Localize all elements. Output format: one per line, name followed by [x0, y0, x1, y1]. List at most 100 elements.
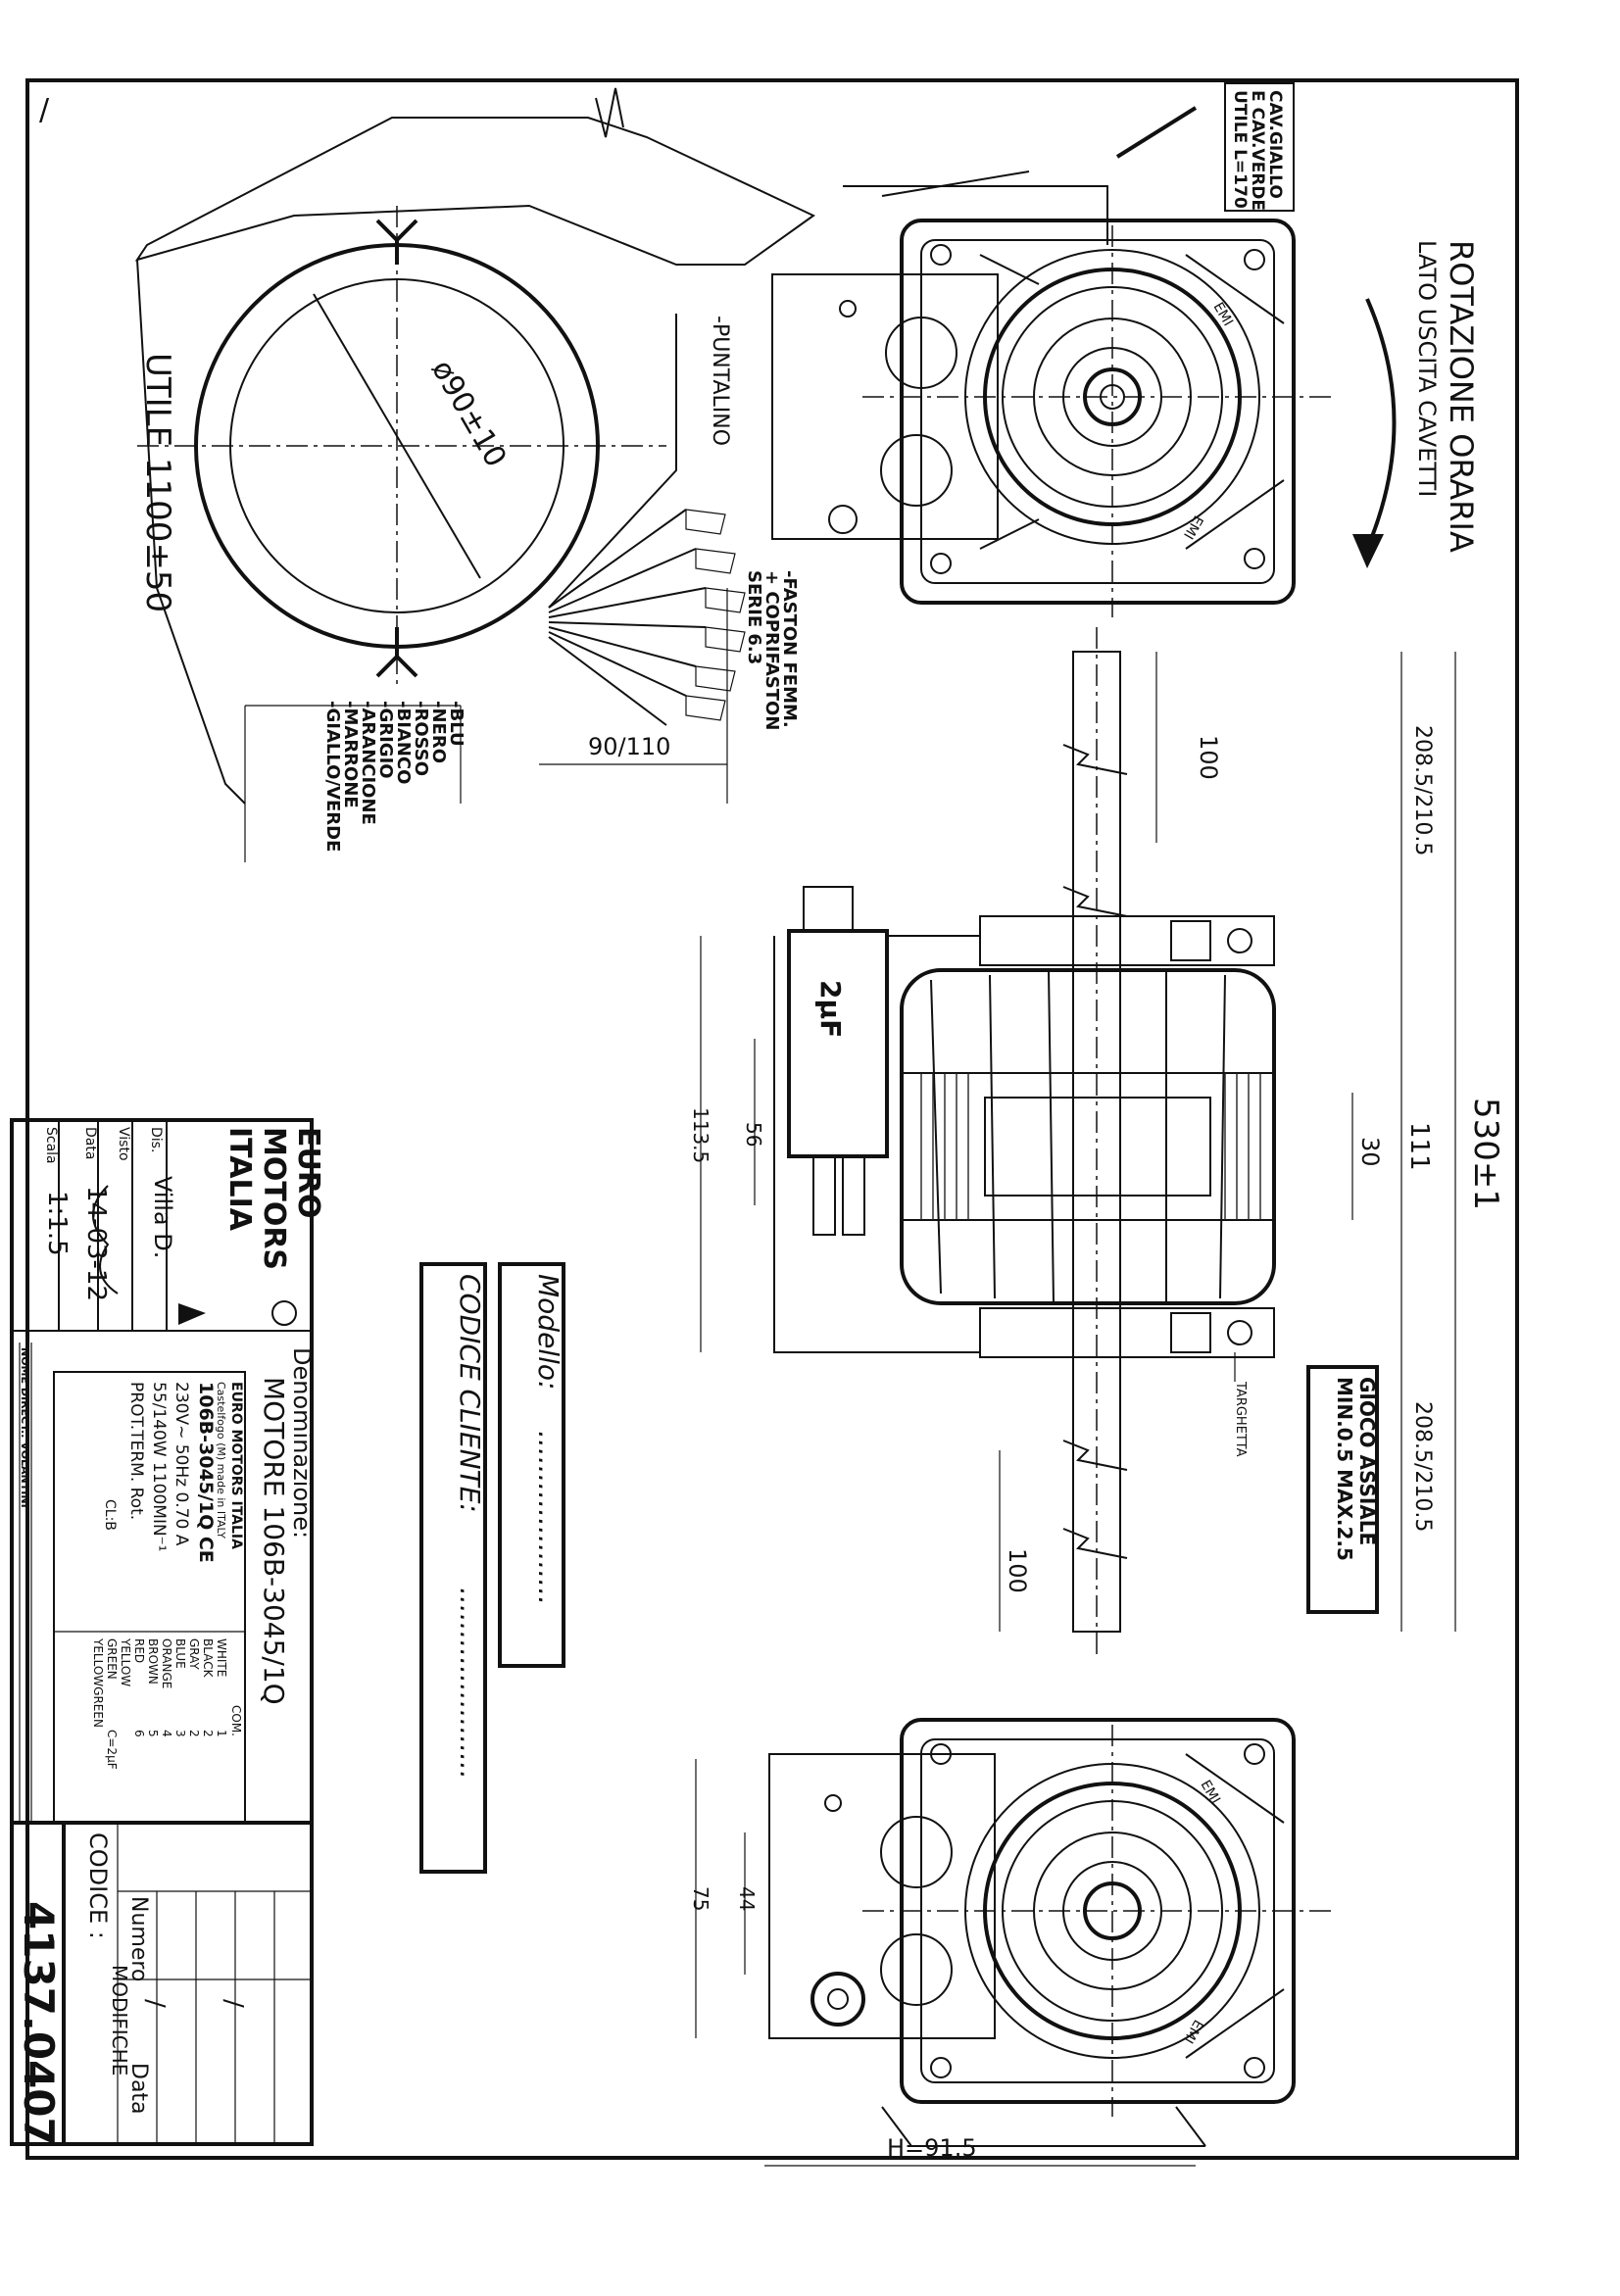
- rotation-direction-title: ROTAZIONE ORARIA: [1443, 240, 1480, 553]
- cable-ring: ø90±10 UTILE 1100±50: [137, 206, 666, 686]
- nameplate-line: PROT.TERM. Rot.: [126, 1382, 146, 1520]
- end-play-line-1: GIOCO ASSIALE: [1355, 1377, 1379, 1545]
- cable-note-line-3: UTILE L=170: [1230, 90, 1250, 209]
- wiring-row-color: YELLOW: [119, 1637, 132, 1686]
- scala-value: 1:1.5: [42, 1191, 72, 1256]
- shaft-length-b-dim: 208.5/210.5: [1410, 1401, 1435, 1532]
- wire-color-item: -NERO: [428, 701, 449, 763]
- codice-cliente-value: ......................: [454, 1588, 486, 1780]
- faston-line-2: + COPRIFASTON: [761, 570, 782, 730]
- svg-text:EURO: EURO: [291, 1127, 325, 1218]
- wiring-row-color: YELLOWGREEN: [91, 1637, 105, 1728]
- faston-line-1: -FASTON FEMM.: [779, 570, 800, 728]
- visto-signature: [92, 1185, 119, 1295]
- wire-color-item: -BLU: [446, 701, 466, 747]
- wiring-row-color: WHITE: [215, 1638, 228, 1677]
- modifiche-entry: /: [140, 1999, 170, 2008]
- wiring-row-com: 4: [160, 1730, 173, 1737]
- emi-label-1: EMI: [1210, 300, 1236, 329]
- customer-fields: Modello: .................... CODICE CLI…: [419, 1262, 565, 1874]
- corner-slash-mark: /: [39, 93, 50, 127]
- nameplate-line: 230V~ 50Hz 0.70 A: [172, 1382, 191, 1546]
- wiring-table-header: COM.: [229, 1705, 243, 1736]
- bracket-width-dim: 113.5: [689, 1107, 712, 1163]
- nameplate-line: 106B-3045/1Q CE: [195, 1382, 217, 1563]
- modifiche-entry: /: [219, 1999, 248, 2008]
- rotation-direction-subtitle: LATO USCITA CAVETTI: [1413, 240, 1441, 497]
- mount-44-dim: 44: [735, 1886, 759, 1911]
- stack-height-dim: 30: [1356, 1137, 1384, 1167]
- bottom-end-view: EMI EMI 44 75 H=91.5: [689, 1718, 1333, 2167]
- top-end-view: EMI EMI CAV.GIALLO E CAV.VERDE UTILE L=1…: [134, 82, 1480, 805]
- wiring-row-color: GREEN: [105, 1638, 119, 1680]
- shaft-ext-a-dim: 100: [1195, 735, 1222, 780]
- end-play-line-2: MIN.0.5 MAX.2.5: [1333, 1377, 1356, 1561]
- capacitor-label: 2µF: [814, 980, 847, 1038]
- wiring-row-color: BROWN: [146, 1638, 160, 1685]
- modifiche-data-label: Data: [126, 2063, 151, 2115]
- dis-label: Dis.: [148, 1127, 164, 1152]
- wiring-row-color: RED: [132, 1638, 146, 1663]
- utile-length-dim: UTILE 1100±50: [138, 353, 177, 612]
- targhetta-label: TARGHETTA: [1233, 1381, 1248, 1457]
- wiring-table: COM. WHITE 1 BLACK 2 GRAY 2 BLUE 3 ORANG…: [91, 1637, 243, 1770]
- ring-diameter-dim: ø90±10: [424, 355, 513, 473]
- wiring-row-com: 6: [132, 1730, 146, 1737]
- denominazione-value: MOTORE 106B-3045/1Q: [258, 1377, 290, 1705]
- visto-label: Visto: [116, 1127, 131, 1161]
- mount-75-dim: 75: [689, 1886, 712, 1911]
- lead-wires: -PUNTALINO 90/110 -FASTON FEMM. + COPRIF…: [244, 314, 800, 862]
- body-length-dim: 111: [1404, 1122, 1434, 1171]
- wiring-row-com: 1: [215, 1730, 228, 1737]
- wiring-row-color: BLACK: [201, 1638, 215, 1679]
- dis-value: Villa D.: [149, 1176, 176, 1258]
- lead-length-dim: 90/110: [588, 733, 670, 760]
- svg-text:ITALIA: ITALIA: [222, 1127, 257, 1232]
- nameplate-line: EURO MOTORS ITALIA: [228, 1382, 244, 1549]
- codice-cliente-label: CODICE CLIENTE:: [454, 1274, 486, 1513]
- euro-motors-logo: EURO MOTORS ITALIA: [178, 1127, 325, 1326]
- modello-value: ....................: [532, 1431, 565, 1605]
- data-value: 14-03-12: [81, 1186, 111, 1301]
- svg-text:MOTORS: MOTORS: [257, 1127, 291, 1270]
- wire-color-item: -ARANCIONE: [358, 701, 378, 825]
- cable-note-line-1: CAV.GIALLO: [1265, 90, 1285, 199]
- wiring-row-color: ORANGE: [160, 1638, 173, 1688]
- wiring-row-com: 3: [173, 1730, 187, 1737]
- wire-color-item: -MARRONE: [340, 701, 361, 808]
- side-view: 2µF TARGHETTA GIOCO ASSIALE MIN.0.5 MAX.…: [773, 627, 1379, 1656]
- shaft-ext-b-dim: 100: [1004, 1548, 1031, 1593]
- shaft-length-a-dim: 208.5/210.5: [1410, 725, 1435, 855]
- emi-label-4: EMI: [1180, 2017, 1205, 2046]
- total-length-dim: 530±1: [1466, 1098, 1505, 1210]
- denominazione-label: Denominazione:: [288, 1347, 316, 1539]
- faston-line-3: SERIE 6.3: [744, 570, 764, 664]
- wire-color-item: -ROSSO: [411, 701, 431, 776]
- cap-width-dim: 56: [742, 1122, 765, 1147]
- modello-label: Modello:: [532, 1274, 565, 1390]
- emi-label-3: EMI: [1198, 1778, 1223, 1807]
- cable-note-line-2: E CAV.VERDE: [1248, 90, 1267, 211]
- wire-color-item: -BIANCO: [393, 701, 414, 784]
- modifiche-numero-label: Numero: [126, 1896, 151, 1981]
- nameplate-line: Castelfogo (M) made in ITALY: [215, 1382, 227, 1539]
- data-label: Data: [82, 1127, 98, 1159]
- nome-direct: NOME DIRECT.: VOLANTINI: [19, 1347, 31, 1508]
- title-block: EURO MOTORS ITALIA Dis. Villa D. Visto D…: [10, 1118, 325, 2146]
- modifiche-title: MODIFICHE: [108, 1965, 131, 2076]
- codice-label: CODICE :: [84, 1832, 112, 1939]
- height-dim: H=91.5: [887, 2134, 977, 2162]
- wiring-row-com: C=2µF: [105, 1730, 119, 1770]
- wiring-row-com: 2: [187, 1730, 201, 1737]
- side-view-dimensions: 530±1 208.5/210.5 208.5/210.5 111 30 100…: [689, 652, 1505, 1632]
- wire-color-item: -GRIGIO: [375, 701, 396, 779]
- nameplate-line: CL:B: [102, 1499, 118, 1531]
- wire-color-item: -GIALLO/VERDE: [322, 701, 343, 852]
- codice-value: 4137.0407: [15, 1901, 63, 2146]
- wiring-row-color: BLUE: [173, 1638, 187, 1669]
- nameplate-line: 55/140W 1100MIN⁻¹: [149, 1382, 169, 1551]
- wire-color-list: -BLU -NERO -ROSSO -BIANCO -GRIGIO -ARANC…: [244, 701, 466, 862]
- scala-label: Scala: [43, 1127, 59, 1164]
- puntalino-label: -PUNTALINO: [708, 316, 732, 446]
